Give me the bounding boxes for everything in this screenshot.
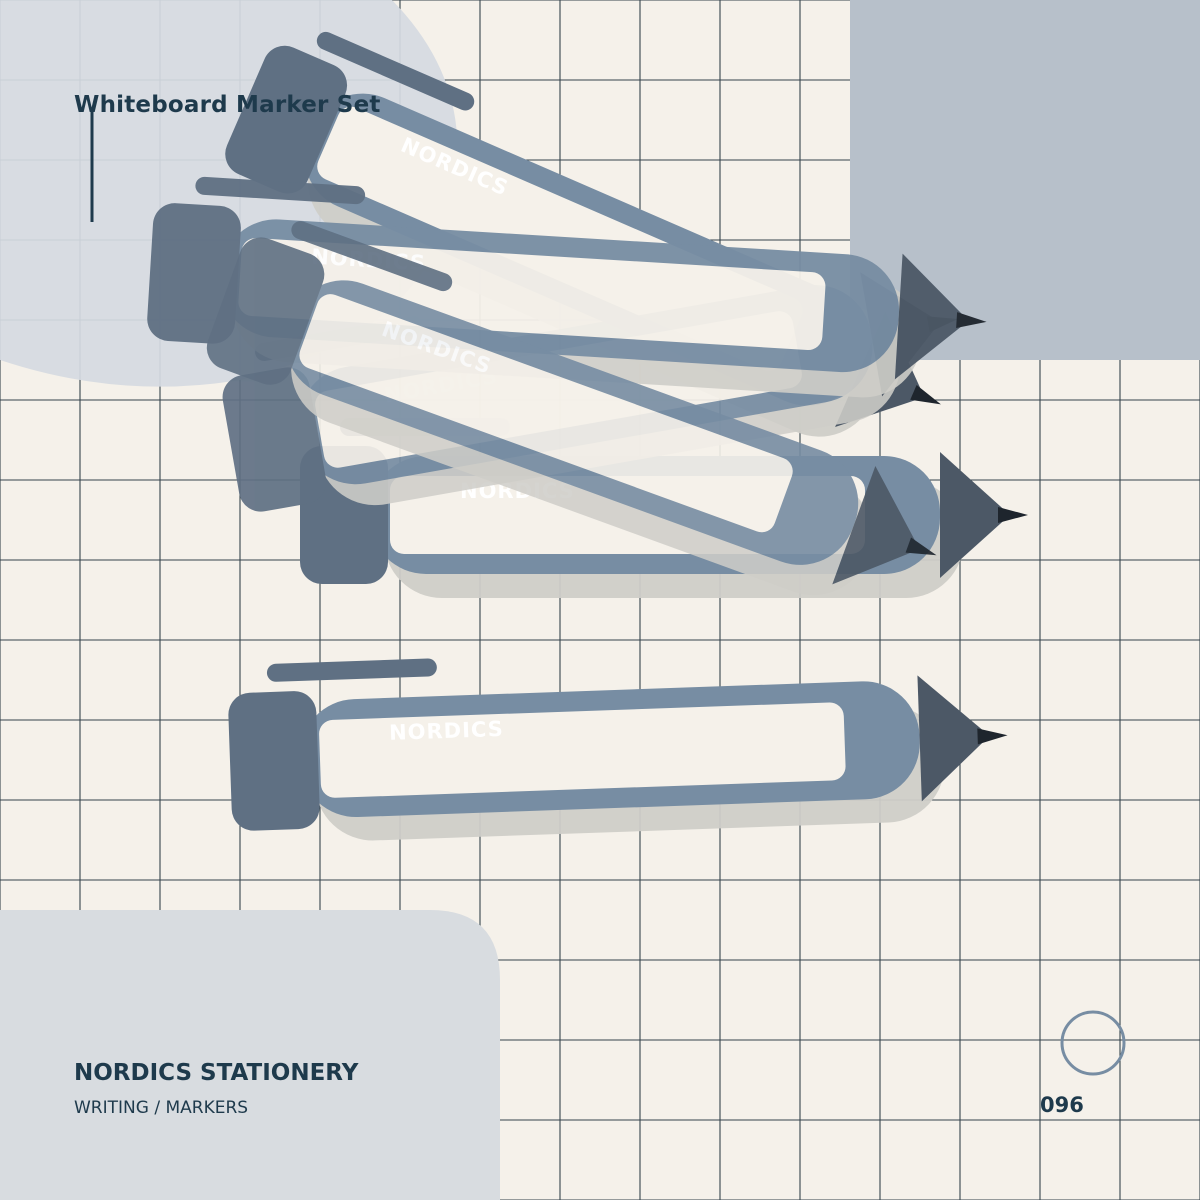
marker-clip bbox=[291, 221, 453, 292]
marker-cap bbox=[222, 367, 327, 512]
item-number: 096 bbox=[1040, 1093, 1084, 1117]
marker-set: NORDICSNORDICSNORDICSNORDICSNORDICSNORDI… bbox=[147, 31, 1028, 841]
product-title: Whiteboard Marker Set bbox=[74, 92, 381, 118]
marker-clip bbox=[316, 31, 475, 111]
brand-name: NORDICS STATIONERY bbox=[74, 1060, 359, 1086]
marker-tip bbox=[940, 452, 1010, 578]
marker-body-window bbox=[319, 702, 846, 798]
marker-tip bbox=[917, 675, 990, 802]
marker-cap bbox=[228, 691, 320, 831]
marker-clip bbox=[266, 658, 437, 682]
marker-point bbox=[910, 385, 941, 405]
marker-body-window bbox=[299, 294, 793, 533]
marker-label: NORDICS bbox=[389, 717, 505, 745]
marker-cap bbox=[225, 45, 348, 194]
marker-point bbox=[977, 728, 1008, 745]
marker: NORDICS bbox=[228, 658, 1008, 841]
marker-point bbox=[956, 312, 987, 329]
marker-tip bbox=[894, 253, 969, 380]
top-right-panel bbox=[850, 0, 1200, 360]
bottom-left-panel bbox=[0, 910, 500, 1200]
marker-cap bbox=[147, 203, 241, 344]
marker-point bbox=[905, 537, 937, 556]
marker-tip bbox=[832, 466, 920, 585]
marker-point bbox=[998, 507, 1028, 523]
marker-clip bbox=[195, 176, 366, 205]
marker-cap bbox=[206, 237, 325, 385]
marker: NORDICS bbox=[206, 221, 937, 596]
category-label: WRITING / MARKERS bbox=[74, 1098, 249, 1118]
ring-icon bbox=[1060, 1010, 1126, 1076]
